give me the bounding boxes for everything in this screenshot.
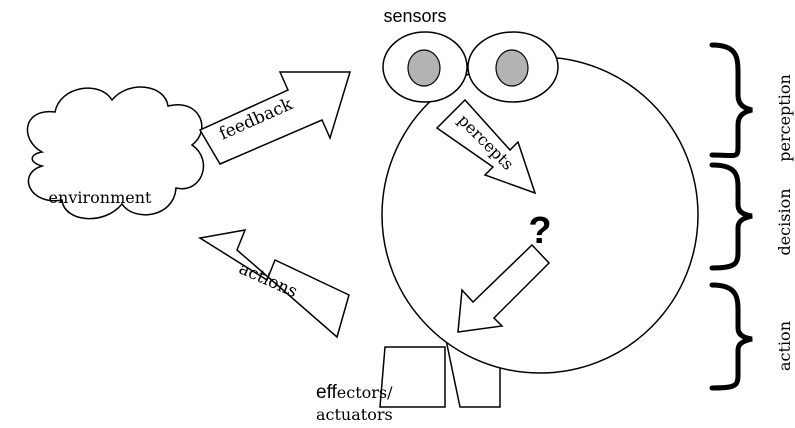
perception-label: perception: [775, 74, 794, 162]
action-label: action: [775, 321, 794, 371]
sensors-label: sensors: [383, 6, 446, 26]
decision-brace: [709, 162, 753, 271]
effectors-label: effectors/: [316, 382, 393, 403]
feedback-arrow: [198, 71, 352, 165]
right-pupil: [495, 49, 529, 87]
action-arrow: [457, 243, 551, 333]
left-foot: [379, 346, 446, 408]
actions-arrow: [197, 229, 350, 339]
actions-label: actions: [236, 259, 301, 302]
environment-cloud: [26, 86, 205, 220]
percepts-arrow: [435, 98, 537, 195]
actuators-label: actuators: [316, 405, 393, 424]
environment-label: environment: [49, 188, 152, 207]
decision-question-mark: ?: [528, 210, 551, 252]
perception-brace: [709, 42, 753, 159]
left-pupil: [407, 49, 441, 87]
decision-label: decision: [775, 188, 794, 255]
action-brace: [709, 282, 753, 391]
